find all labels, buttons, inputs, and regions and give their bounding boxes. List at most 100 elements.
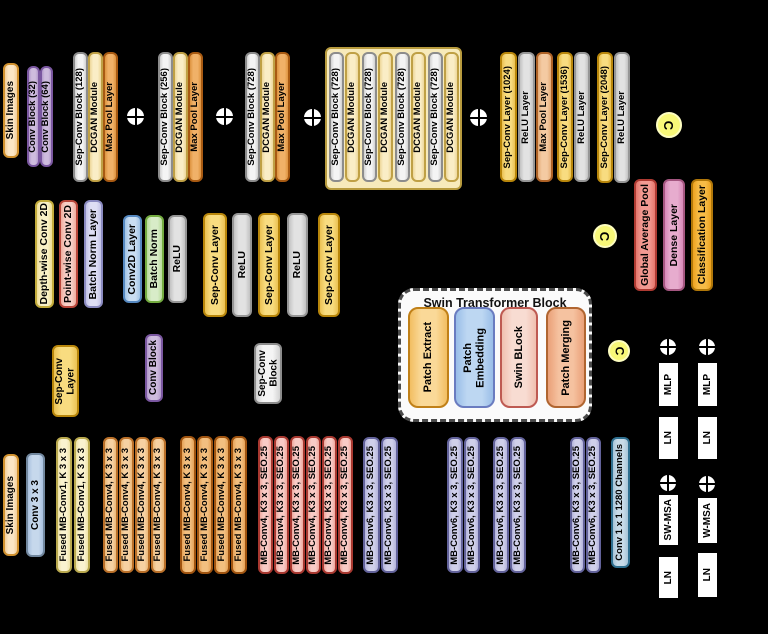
ln-box-2: LN [698,417,717,459]
sep-conv-layer-c: Sep-Conv Layer [318,213,340,317]
mb-conv6-7: MB-Conv6, K3 x 3, SEO.25 [570,437,585,573]
concat-node-3-label: C [611,346,626,356]
classification-layer-label: Classification Layer [695,185,708,285]
global-average-pool: Global Average Pool [634,179,657,291]
w-msa-box-label: W-MSA [702,503,713,538]
sep-conv-layer-1024: Sep-Conv Layer (1024) [500,52,517,182]
add-icon-4 [470,109,487,126]
sep-conv-block-728-d: Sep-Conv Block (728) [395,52,410,182]
mb-conv4-3-label: MB-Conv4, K3 x 3, SEO.25 [291,445,303,565]
sep-conv-block-128: Sep-Conv Block (128) [73,52,88,182]
add-icon-7 [660,475,676,491]
sep-conv-layer-a-label: Sep-Conv Layer [208,225,221,305]
skin-images-top: Skin Images [3,63,19,158]
sep-conv-block-728-b-label: Sep-Conv Block (728) [330,68,342,166]
conv-3x3: Conv 3 x 3 [26,453,45,557]
mb-conv4-2-label: MB-Conv4, K3 x 3, SEO.25 [275,445,287,565]
conv-block-64-label: Conv Block (64) [40,80,52,153]
sep-conv-layer-2048-label: Sep-Conv Layer (2048) [598,66,610,169]
dcgan-module-2: DCGAN Module [173,52,188,182]
patch-embedding: Patch Embedding [454,307,495,408]
dcgan-module-6-label: DCGAN Module [412,81,424,153]
batch-norm-label: Batch Norm [148,229,161,289]
mb-conv4-1-label: MB-Conv4, K3 x 3, SEO.25 [259,445,271,565]
fused-mb-conv4-b2-label: Fused MB-Conv4, K 3 x 3 [198,448,210,562]
relu-layer-3-label: ReLU Layer [615,91,627,144]
fused-mb-conv4-a4-label: Fused MB-Conv4, K 3 x 3 [152,448,164,562]
relu-layer-1: ReLU Layer [518,52,535,182]
point-wise-conv-2d-label: Point-wise Conv 2D [62,204,75,303]
sep-conv-layer-b-label: Sep-Conv Layer [262,225,275,305]
fused-mb-conv1-1: Fused MB-Conv1, K 3 x 3 [56,437,72,573]
dcgan-module-1: DCGAN Module [88,52,103,182]
fused-mb-conv1-1-label: Fused MB-Conv1, K 3 x 3 [57,448,69,562]
max-pool-layer-3-label: Max Pool Layer [276,82,288,152]
sep-conv-layer-b: Sep-Conv Layer [258,213,280,317]
fused-mb-conv4-a2: Fused MB-Conv4, K 3 x 3 [119,437,134,573]
relu-b-label: ReLU [235,251,248,279]
concat-node-2: C [593,224,617,248]
sep-conv-block-legend-label: Sep-Conv Block [256,350,280,397]
point-wise-conv-2d: Point-wise Conv 2D [59,200,78,308]
conv-block-legend: Conv Block [145,334,163,402]
sep-conv-block-728-a-label: Sep-Conv Block (728) [246,68,258,166]
sep-conv-block-728-a: Sep-Conv Block (728) [245,52,260,182]
sep-conv-block-728-e-label: Sep-Conv Block (728) [429,68,441,166]
mb-conv4-1: MB-Conv4, K3 x 3, SEO.25 [258,436,273,574]
sep-conv-layer-1536-label: Sep-Conv Layer (1536) [558,65,570,169]
sep-conv-block-728-c-label: Sep-Conv Block (728) [363,68,375,166]
add-icon-1 [127,108,144,125]
mb-conv4-5-label: MB-Conv4, K3 x 3, SEO.25 [323,445,335,565]
sep-conv-layer-a: Sep-Conv Layer [203,213,227,317]
dcgan-module-4-label: DCGAN Module [346,81,358,153]
fused-mb-conv4-a3: Fused MB-Conv4, K 3 x 3 [135,437,150,573]
relu-layer-3: ReLU Layer [614,52,630,183]
mb-conv6-6-label: MB-Conv6, K3 x 3, SEO.25 [511,445,523,565]
batch-norm-layer: Batch Norm Layer [84,200,103,308]
ln-box-3-label: LN [663,570,674,585]
mlp-box-1: MLP [659,363,678,406]
sw-msa-box-label: SW-MSA [663,499,674,541]
fused-mb-conv4-a3-label: Fused MB-Conv4, K 3 x 3 [136,448,148,562]
sep-conv-block-256: Sep-Conv Block (256) [158,52,173,182]
dcgan-module-6: DCGAN Module [411,52,426,182]
relu-a: ReLU [168,215,187,303]
mb-conv6-2: MB-Conv6, K3 x 3, SEO.25 [381,437,398,573]
max-pool-layer-1: Max Pool Layer [103,52,118,182]
mb-conv6-8-label: MB-Conv6, K3 x 3, SEO.25 [587,445,599,565]
fused-mb-conv4-a2-label: Fused MB-Conv4, K 3 x 3 [120,448,132,562]
relu-layer-2: ReLU Layer [574,52,590,182]
ln-box-4: LN [698,553,717,597]
max-pool-layer-2-label: Max Pool Layer [189,82,201,152]
mb-conv4-4: MB-Conv4, K3 x 3, SEO.25 [306,436,321,574]
relu-c-label: ReLU [291,251,304,279]
fused-mb-conv4-b1-label: Fused MB-Conv4, K 3 x 3 [181,448,193,562]
relu-c: ReLU [287,213,308,317]
fused-mb-conv4-b4-label: Fused MB-Conv4, K 3 x 3 [232,448,244,562]
dcgan-module-3-label: DCGAN Module [261,81,273,153]
mb-conv4-3: MB-Conv4, K3 x 3, SEO.25 [290,436,305,574]
mb-conv4-5: MB-Conv4, K3 x 3, SEO.25 [322,436,337,574]
ln-box-1-label: LN [663,431,674,445]
skin-images-bottom-label: Skin Images [5,475,17,535]
sw-msa-box: SW-MSA [659,495,678,545]
patch-extract: Patch Extract [408,307,449,408]
add-icon-3 [304,109,321,126]
add-icon-5 [660,339,676,355]
fused-mb-conv4-b1: Fused MB-Conv4, K 3 x 3 [180,436,196,574]
mb-conv6-4: MB-Conv6, K3 x 3, SEO.25 [464,437,480,573]
dcgan-module-7: DCGAN Module [444,52,459,182]
swin-transformer-block-container-label: Swin Transformer Block [423,296,567,310]
mb-conv4-6: MB-Conv4, K3 x 3, SEO.25 [338,436,353,574]
add-icon-2 [216,108,233,125]
swin-block-label: Swin BLock [512,326,525,389]
dcgan-module-5: DCGAN Module [378,52,393,182]
concat-node-2-label: C [597,231,613,241]
fused-mb-conv4-b4: Fused MB-Conv4, K 3 x 3 [231,436,247,574]
sep-conv-layer-1024-label: Sep-Conv Layer (1024) [502,65,514,169]
relu-a-label: ReLU [171,245,184,273]
global-average-pool-label: Global Average Pool [639,184,652,286]
conv-block-legend-label: Conv Block [148,340,160,396]
w-msa-box: W-MSA [698,498,717,543]
